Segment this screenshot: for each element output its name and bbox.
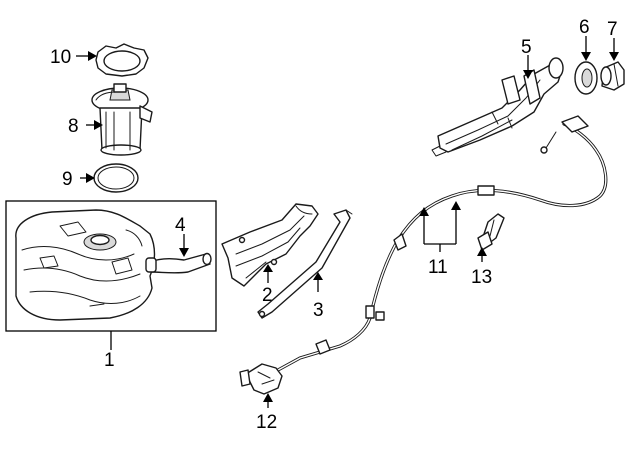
- fuel-pump-group: 8: [68, 83, 153, 156]
- callout-10: 10: [50, 47, 71, 68]
- callout-3: 3: [313, 300, 324, 321]
- opener-bracket-group: 12: [239, 363, 283, 433]
- fuel-tank-icon: [15, 209, 156, 321]
- callout-4: 4: [175, 215, 186, 236]
- heat-shield-group: 2: [221, 203, 319, 306]
- callout-1: 1: [104, 350, 115, 371]
- fuel-cap-group: 7: [600, 19, 625, 91]
- callout-9: 9: [62, 169, 73, 190]
- fuel-pump-icon: [91, 83, 153, 156]
- callout-7: 7: [607, 19, 618, 40]
- filler-neck-group: 5: [431, 37, 564, 157]
- callout-2: 2: [262, 285, 273, 306]
- release-handle-group: 13: [471, 213, 505, 288]
- callout-6: 6: [579, 17, 590, 38]
- fuel-tank-group: 1: [5, 200, 217, 371]
- seal-ring-group: 6: [574, 17, 598, 95]
- tank-strap-group: 3: [257, 209, 353, 321]
- callout-13: 13: [471, 267, 492, 288]
- gasket-group: 9: [62, 163, 139, 193]
- hose-group: 4: [145, 215, 212, 274]
- callout-5: 5: [521, 37, 532, 58]
- filler-neck-icon: [431, 57, 564, 157]
- callout-8: 8: [68, 116, 79, 137]
- callout-11: 11: [428, 257, 448, 278]
- release-cable-group: 11: [276, 115, 608, 372]
- callout-12: 12: [256, 412, 277, 433]
- lock-ring-group: 10: [50, 43, 149, 77]
